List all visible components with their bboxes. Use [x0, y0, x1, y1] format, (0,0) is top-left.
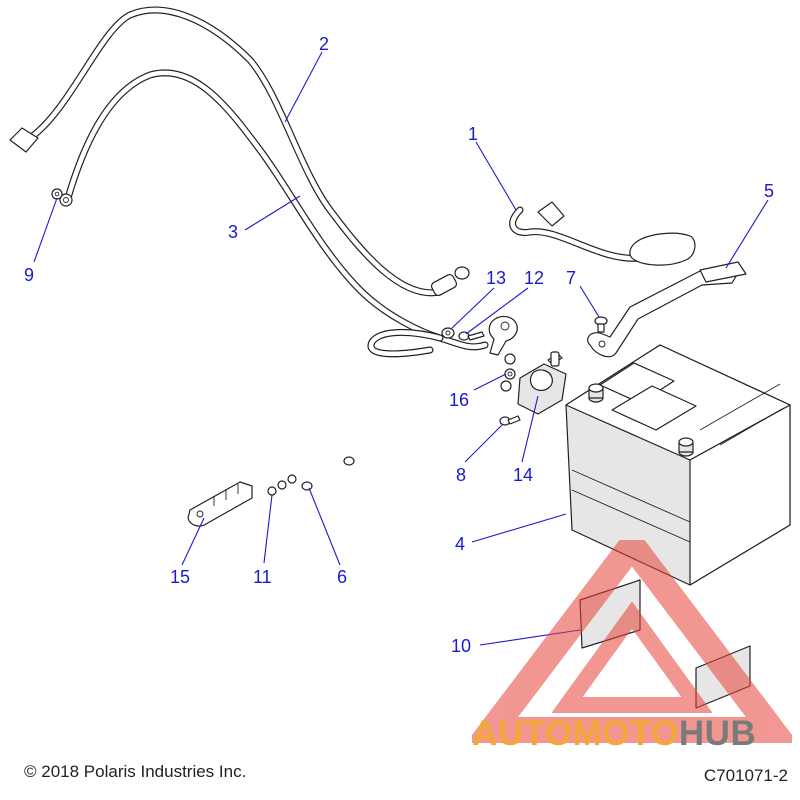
- battery-cable-1: [509, 201, 696, 266]
- copyright-text: © 2018 Polaris Industries Inc.: [24, 762, 247, 781]
- callout-14: 14: [513, 465, 533, 485]
- leader-lines: [33, 51, 769, 646]
- callout-3: 3: [228, 222, 238, 242]
- nut-16: [500, 353, 516, 392]
- terminal-clamp: [488, 315, 518, 356]
- leader-13: [451, 287, 495, 329]
- watermark-part-auto: AUTO: [472, 714, 573, 753]
- callout-9: 9: [24, 265, 34, 285]
- leader-14: [521, 395, 539, 463]
- callout-2: 2: [319, 34, 329, 54]
- watermark-part-hub: HUB: [678, 714, 757, 753]
- relay-14: [517, 351, 567, 415]
- hold-down-strap-5: [587, 261, 747, 358]
- callout-5: 5: [764, 181, 774, 201]
- battery-cable-2: [9, 6, 470, 297]
- leader-9: [33, 197, 58, 263]
- leader-12: [465, 287, 529, 335]
- leader-15: [181, 517, 205, 566]
- callout-15: 15: [170, 567, 190, 587]
- callout-16: 16: [449, 390, 469, 410]
- callout-11: 11: [253, 567, 272, 587]
- figure-id: C701071-2: [703, 766, 788, 785]
- leader-1: [475, 141, 517, 211]
- bracket-15: [187, 481, 253, 527]
- callout-7: 7: [566, 268, 576, 288]
- callout-12: 12: [524, 268, 544, 288]
- callout-10: 10: [451, 636, 471, 656]
- screw-7: [594, 316, 608, 333]
- watermark-text: AUTOMOTOHUB: [472, 714, 756, 754]
- bolt-12: [458, 331, 485, 341]
- callout-4: 4: [455, 534, 465, 554]
- leader-16: [473, 373, 507, 391]
- battery-cable-3: [59, 69, 489, 358]
- callout-13: 13: [486, 268, 506, 288]
- watermark-logo: [472, 540, 792, 743]
- leader-11: [263, 494, 273, 564]
- leader-8: [464, 423, 504, 463]
- screw-6: [301, 456, 355, 491]
- leader-3: [244, 195, 301, 231]
- callout-6: 6: [337, 567, 347, 587]
- nut-13: [441, 327, 455, 339]
- leader-6: [308, 487, 341, 566]
- watermark-part-moto: MOTO: [572, 714, 679, 753]
- bolt-8: [499, 415, 521, 426]
- callouts: 1 2 3 4 5 6 7 8 9 10 11 12 13 14 15 16: [24, 34, 774, 656]
- callout-1: 1: [468, 124, 478, 144]
- battery-4: [565, 344, 791, 586]
- leader-5: [725, 199, 769, 269]
- washer-9: [51, 188, 63, 200]
- callout-8: 8: [456, 465, 466, 485]
- leader-2: [284, 51, 323, 123]
- nut-11: [267, 474, 297, 496]
- leader-4: [471, 513, 567, 543]
- leader-7: [579, 285, 600, 318]
